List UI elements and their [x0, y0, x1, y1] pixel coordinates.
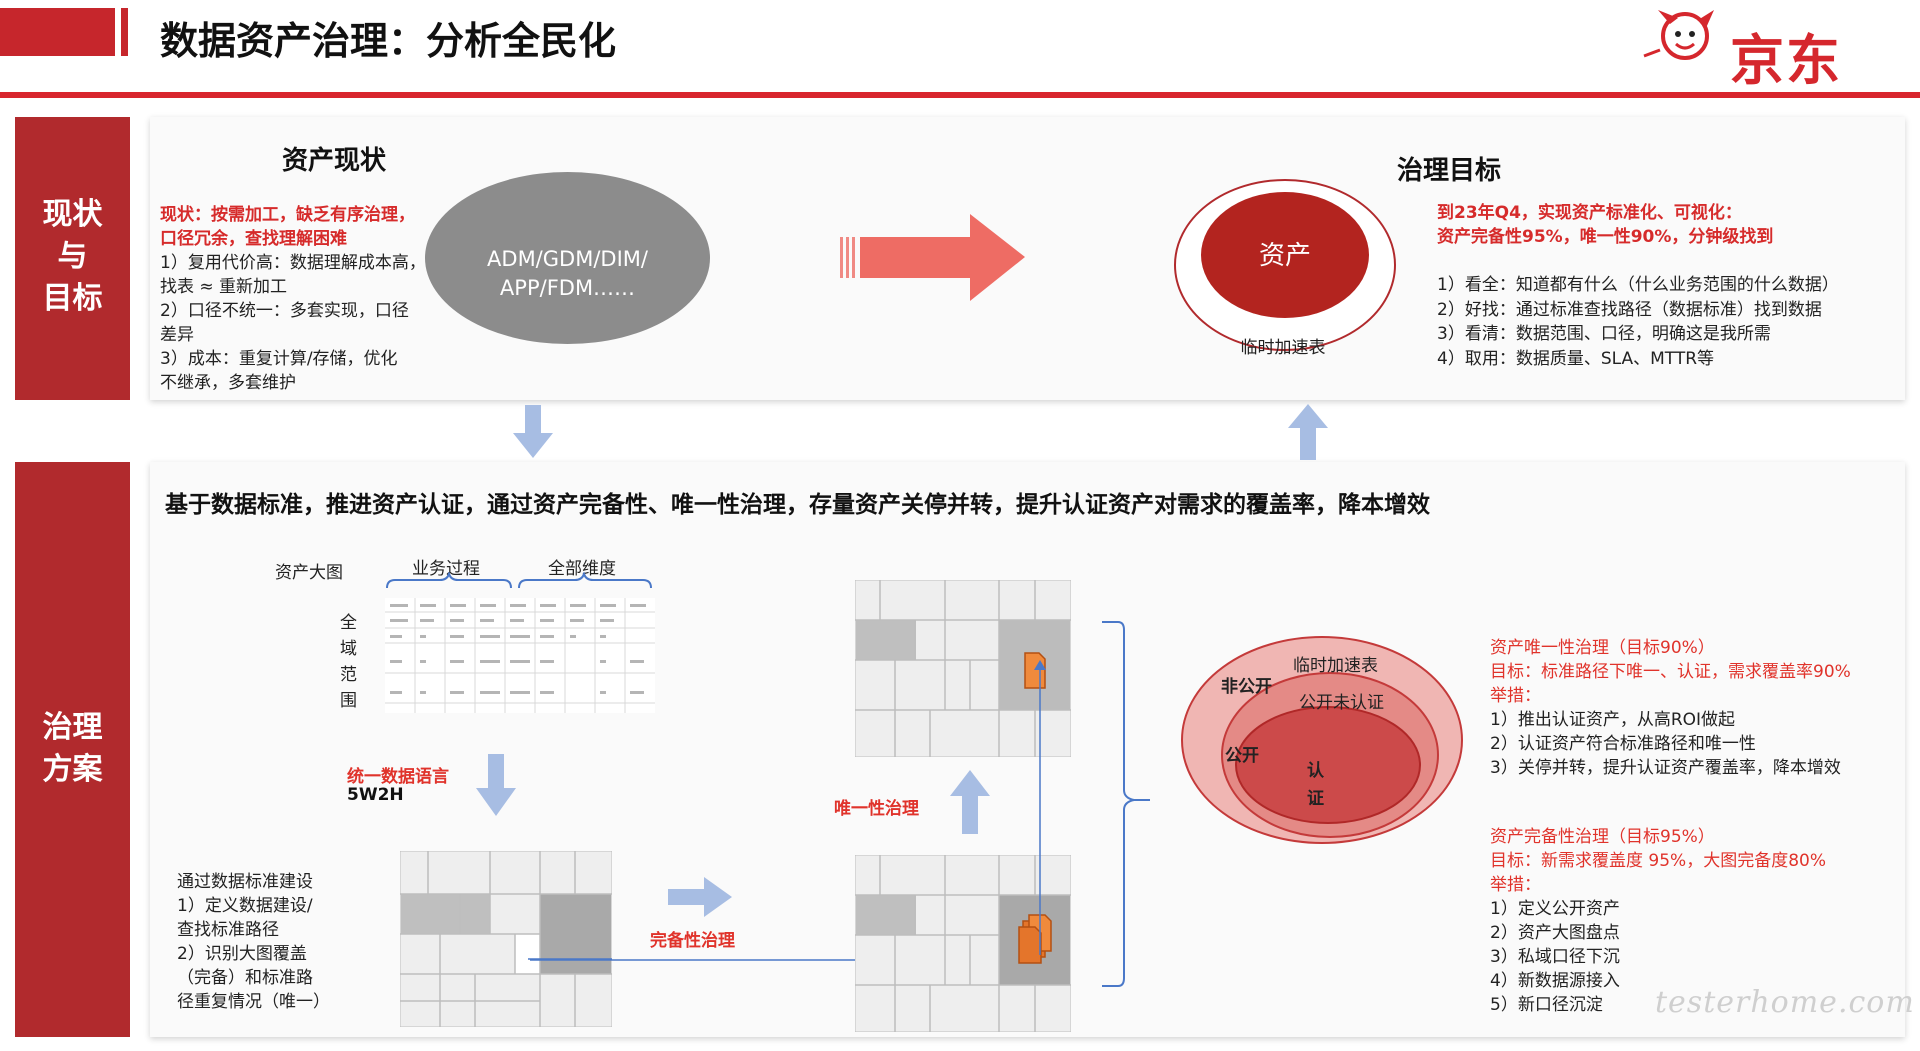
- grid-block-bottom-left: [400, 851, 612, 1027]
- goal-circle-diagram: [1174, 179, 1396, 351]
- jd-logo: 京东: [1730, 29, 1842, 92]
- goal-line: 2）好找：通过标准查找路径（数据标准）找到数据: [1437, 299, 1822, 320]
- asset-oval-line: ADM/GDM/DIM/: [487, 247, 648, 271]
- side-label-line: 方案: [42, 752, 103, 787]
- uniqueness-label: 唯一性治理: [834, 799, 919, 819]
- standard-note-line: 通过数据标准建设: [177, 872, 313, 892]
- ring-cert-label-1: 认: [1307, 761, 1324, 781]
- side-label-line: 与: [57, 239, 88, 274]
- completeness-label: 完备性治理: [650, 931, 735, 951]
- completeness-item: 5）新口径沉淀: [1490, 995, 1603, 1015]
- right-arrow-icon: [668, 877, 732, 917]
- goal-summary-line: 到23年Q4，实现资产标准化、可视化：: [1437, 203, 1742, 223]
- completeness-item: 3）私域口径下沉: [1490, 947, 1620, 967]
- scope-char: 围: [340, 691, 357, 711]
- bracket-icon: [1102, 621, 1150, 987]
- header-red-block: [0, 8, 115, 56]
- big-right-arrow-icon: [840, 214, 1025, 301]
- goal-line: 1）看全：知道都有什么（什么业务范围的什么数据）: [1437, 275, 1839, 295]
- standard-note-line: 查找标准路径: [177, 920, 279, 940]
- uniqueness-block: 资产唯一性治理（目标90%） 目标：标准路径下唯一、认证，需求覆盖率90% 举措…: [1490, 636, 1851, 780]
- side-label-line: 治理: [42, 710, 103, 745]
- down-arrow-icon: [513, 405, 553, 458]
- uniqueness-item: 3）关停并转，提升认证资产覆盖率，降本增效: [1490, 758, 1841, 778]
- side-label-status-goal: 现状 与 目标: [15, 117, 130, 400]
- uniqueness-goal: 目标：标准路径下唯一、认证，需求覆盖率90%: [1490, 662, 1851, 682]
- business-process-label: 业务过程: [412, 559, 480, 579]
- goal-summary-line: 资产完备性95%，唯一性90%，分钟级找到: [1437, 227, 1774, 247]
- ring-public-label: 公开: [1225, 746, 1259, 766]
- w2h-label: 5W2H: [347, 785, 404, 805]
- completeness-measures-label: 举措：: [1490, 875, 1541, 895]
- goal-temp-table-label: 临时加速表: [1240, 338, 1326, 358]
- scope-label: 全 域 范 围: [340, 610, 362, 714]
- jd-mascot-icon: [1643, 10, 1714, 60]
- standard-note-line: 2）识别大图覆盖: [177, 944, 307, 964]
- page-title: 数据资产治理：分析全民化: [160, 19, 617, 63]
- goal-list: 1）看全：知道都有什么（什么业务范围的什么数据） 2）好找：通过标准查找路径（数…: [1437, 273, 1839, 371]
- plan-headline: 基于数据标准，推进资产认证，通过资产完备性、唯一性治理，存量资产关停并转，提升认…: [165, 492, 1430, 518]
- standard-note: 通过数据标准建设 1）定义数据建设/ 查找标准路径 2）识别大图覆盖 （完备）和…: [177, 870, 330, 1014]
- ring-nonpublic-label: 非公开: [1221, 677, 1272, 697]
- standard-note-line: 径重复情况（唯一）: [177, 992, 330, 1012]
- all-dimensions-label: 全部维度: [548, 559, 616, 579]
- status-summary-line: 口径冗余，查找理解困难: [160, 229, 347, 249]
- up-arrow-icon: [950, 770, 990, 834]
- asset-map-label: 资产大图: [275, 563, 343, 583]
- side-label-line: 目标: [42, 281, 103, 316]
- goal-asset-label: 资产: [1258, 241, 1311, 271]
- vertical-connector-icon: [1034, 660, 1046, 955]
- status-line: 3）成本：重复计算/存储，优化: [160, 349, 398, 369]
- standard-note-line: （完备）和标准路: [177, 968, 313, 988]
- side-label-plan: 治理 方案: [15, 462, 130, 1037]
- up-arrow-icon: [1288, 404, 1328, 460]
- completeness-item: 2）资产大图盘点: [1490, 923, 1620, 943]
- watermark: testerhome.com: [1655, 985, 1915, 1020]
- header-divider: [0, 92, 1920, 98]
- scope-char: 全: [340, 613, 357, 633]
- status-list: 1）复用代价高：数据理解成本高， 找表 ≈ 重新加工 2）口径不统一：多套实现，…: [160, 251, 426, 395]
- status-title: 资产现状: [282, 146, 387, 176]
- header-red-bar: [121, 8, 128, 56]
- uniqueness-title: 资产唯一性治理（目标90%）: [1490, 638, 1715, 658]
- status-line: 不继承，多套维护: [160, 373, 296, 393]
- brace-top-icon: [386, 572, 652, 589]
- unify-language-label: 统一数据语言: [347, 767, 449, 787]
- asset-map-table-thumbnail: [385, 598, 655, 713]
- ring-cert-label-2: 证: [1307, 789, 1324, 809]
- completeness-block: 资产完备性治理（目标95%） 目标：新需求覆盖度 95%，大图完备度80% 举措…: [1490, 825, 1826, 1017]
- status-line: 1）复用代价高：数据理解成本高，: [160, 253, 426, 273]
- uniqueness-measures-label: 举措：: [1490, 686, 1541, 706]
- asset-oval: [425, 172, 710, 344]
- goal-line: 4）取用：数据质量、SLA、MTTR等: [1437, 348, 1715, 369]
- ring-public-uncert-label: 公开未认证: [1299, 693, 1384, 713]
- completeness-title: 资产完备性治理（目标95%）: [1490, 827, 1715, 847]
- side-label-line: 现状: [42, 197, 103, 232]
- asset-ring-diagram: [1181, 636, 1463, 844]
- scope-char: 域: [340, 639, 357, 659]
- status-line: 差异: [160, 325, 194, 345]
- status-line: 2）口径不统一：多套实现，口径: [160, 301, 409, 321]
- status-summary-line: 现状：按需加工，缺乏有序治理，: [160, 205, 415, 225]
- goal-line: 3）看清：数据范围、口径，明确这是我所需: [1437, 324, 1771, 344]
- ring-temp-label: 临时加速表: [1293, 656, 1378, 676]
- standard-note-line: 1）定义数据建设/: [177, 896, 313, 916]
- down-arrow-icon: [476, 754, 516, 816]
- uniqueness-item: 2）认证资产符合标准路径和唯一性: [1490, 734, 1756, 754]
- grid-block-bottom-mid: [855, 855, 1071, 1032]
- scope-char: 范: [340, 665, 357, 685]
- uniqueness-item: 1）推出认证资产，从高ROI做起: [1490, 710, 1736, 730]
- goal-summary: 到23年Q4，实现资产标准化、可视化： 资产完备性95%，唯一性90%，分钟级找…: [1437, 201, 1773, 249]
- status-line: 找表 ≈ 重新加工: [160, 277, 288, 297]
- completeness-item: 1）定义公开资产: [1490, 899, 1620, 919]
- asset-oval-line: APP/FDM……: [499, 276, 636, 300]
- asset-oval-text: ADM/GDM/DIM/ APP/FDM……: [445, 245, 690, 303]
- goal-title: 治理目标: [1397, 156, 1502, 186]
- completeness-goal: 目标：新需求覆盖度 95%，大图完备度80%: [1490, 851, 1826, 871]
- completeness-item: 4）新数据源接入: [1490, 971, 1620, 991]
- status-summary: 现状：按需加工，缺乏有序治理， 口径冗余，查找理解困难: [160, 203, 415, 251]
